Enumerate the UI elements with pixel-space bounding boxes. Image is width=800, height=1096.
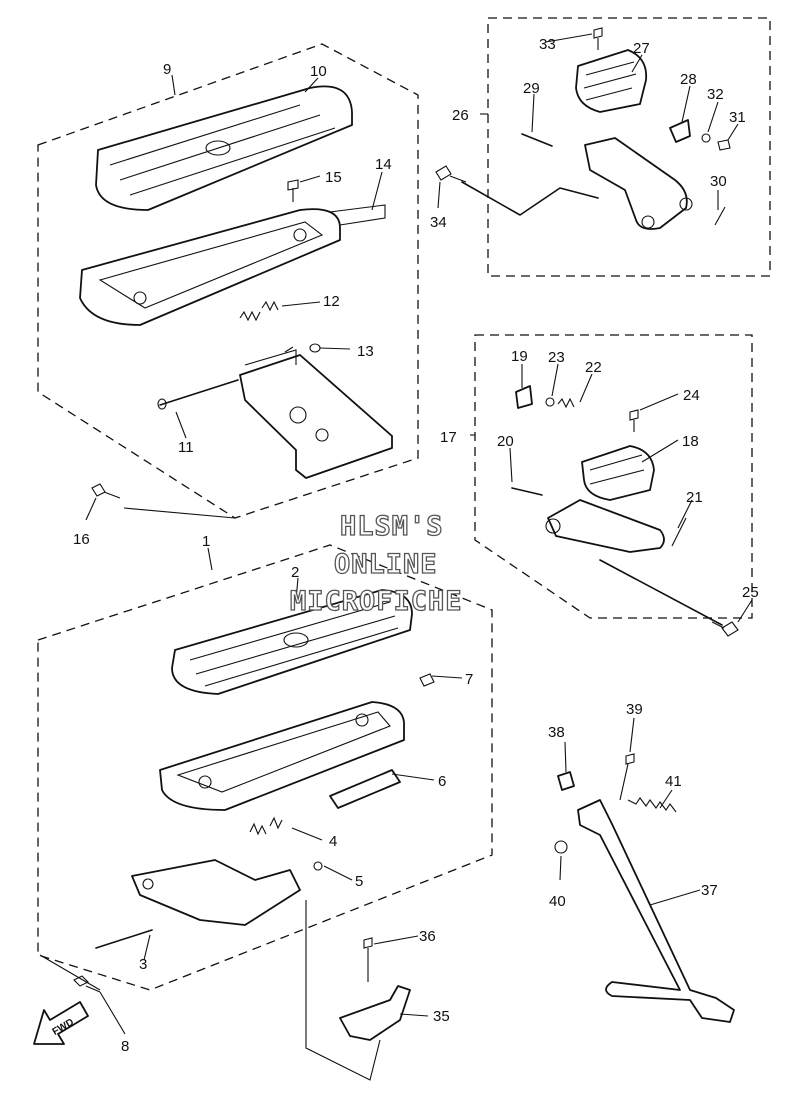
callout-6: 6 [438,773,446,790]
leader-lines [39,33,753,1081]
callout-30: 30 [710,173,727,190]
callout-33: 33 [539,36,556,53]
callout-7: 7 [465,671,473,688]
callout-29: 29 [523,80,540,97]
callout-32: 32 [707,86,724,103]
footrest-26-assembly [435,27,731,230]
callout-38: 38 [548,724,565,741]
group-9-outline [37,43,419,519]
callout-20: 20 [497,433,514,450]
callout-39: 39 [626,701,643,718]
group-1-outline [37,544,493,991]
callout-21: 21 [686,489,703,506]
footboard-upper-assembly [79,85,393,499]
callout-17: 17 [440,429,457,446]
group-26-outline [487,17,771,277]
callout-labels: 1 2 3 4 5 6 7 8 9 10 11 12 13 14 15 16 1… [73,36,759,1055]
watermark-line-2: ONLINE [334,549,438,580]
callout-5: 5 [355,873,363,890]
callout-2: 2 [291,564,299,581]
callout-1: 1 [202,533,210,550]
callout-35: 35 [433,1008,450,1025]
callout-26: 26 [452,107,469,124]
callout-9: 9 [163,61,171,78]
group-17-outline [474,334,753,619]
callout-4: 4 [329,833,337,850]
footboard-lower-assembly [73,589,435,1041]
callout-13: 13 [357,343,374,360]
callout-8: 8 [121,1038,129,1055]
callout-37: 37 [701,882,718,899]
callout-16: 16 [73,531,90,548]
callout-11: 11 [178,439,194,456]
forward-arrow-icon: FWD [33,1001,89,1045]
callout-34: 34 [430,214,447,231]
callout-15: 15 [325,169,342,186]
watermark-line-1: HLSM'S [340,511,444,542]
callout-3: 3 [139,956,147,973]
callout-22: 22 [585,359,602,376]
watermark-line-3: MICROFICHE [290,586,463,617]
callout-31: 31 [729,109,746,126]
callout-27: 27 [633,40,650,57]
callout-10: 10 [310,63,327,80]
callout-19: 19 [511,348,528,365]
callout-24: 24 [683,387,700,404]
callout-41: 41 [665,773,682,790]
callout-36: 36 [419,928,436,945]
callout-28: 28 [680,71,697,88]
footrest-17-assembly [511,385,739,637]
callout-18: 18 [682,433,699,450]
callout-25: 25 [742,584,759,601]
callout-23: 23 [548,349,565,366]
callout-14: 14 [375,156,392,173]
watermark: HLSM'S ONLINE MICROFICHE [289,510,463,617]
sidestand-assembly [554,753,735,1023]
callout-12: 12 [323,293,340,310]
callout-40: 40 [549,893,566,910]
